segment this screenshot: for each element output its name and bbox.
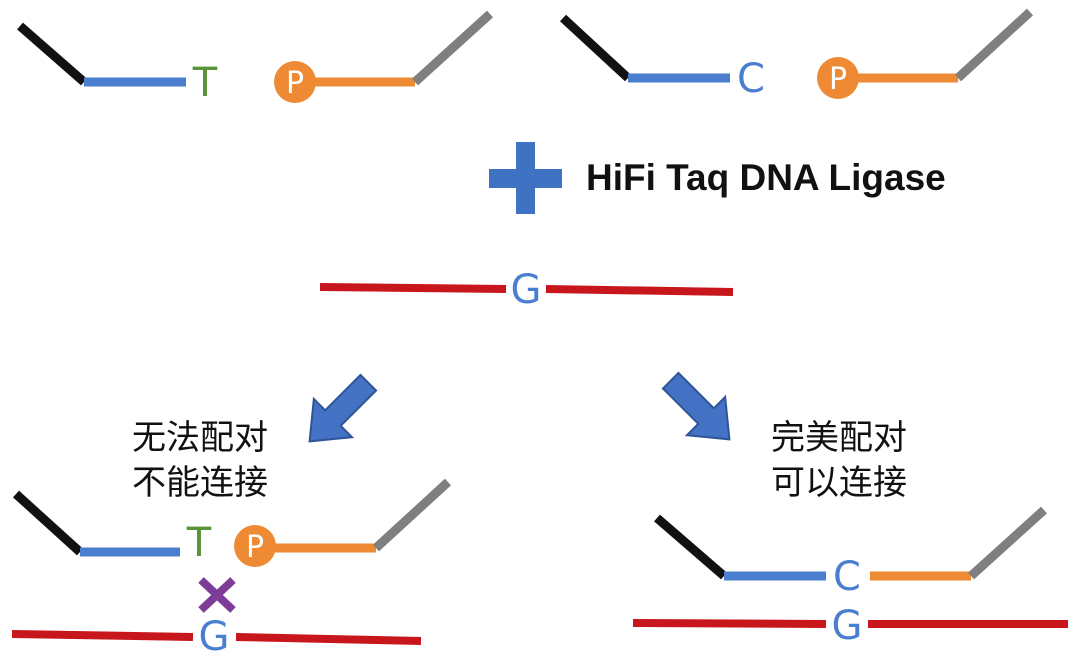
template-strand: G — [319, 267, 734, 313]
match-label-line2: 可以连接 — [771, 463, 907, 503]
phosphate-letter: P — [286, 66, 304, 101]
red-template-left — [632, 619, 827, 628]
match-result: C G — [632, 506, 1068, 649]
gray-strand-segment — [411, 10, 494, 86]
mismatch-label-line1: 无法配对 — [132, 418, 268, 458]
black-strand-segment — [559, 14, 632, 82]
mismatch-probe-pair: T P — [17, 10, 494, 106]
match-probe-pair: C P — [559, 8, 1034, 102]
gray-strand-segment — [372, 478, 452, 552]
match-label-line1: 完美配对 — [771, 418, 907, 458]
base-t-letter: T — [186, 520, 212, 566]
red-template-right — [235, 633, 422, 645]
plus-icon — [489, 142, 562, 214]
mismatch-label-line2: 不能连接 — [132, 463, 268, 503]
base-t-letter: T — [192, 60, 218, 106]
phosphate-circle — [274, 61, 316, 103]
phosphate-letter: P — [246, 530, 264, 565]
black-strand-segment — [12, 490, 84, 556]
phosphate-circle — [817, 57, 859, 99]
cross-icon — [198, 577, 236, 613]
base-c-letter: C — [737, 56, 765, 102]
gray-strand-segment — [954, 8, 1034, 82]
base-g-letter: G — [199, 614, 230, 657]
red-template-right — [545, 285, 734, 296]
reagent-label: HiFi Taq DNA Ligase — [586, 157, 946, 198]
gray-strand-segment — [967, 506, 1048, 580]
base-g-letter: G — [832, 603, 863, 649]
base-c-letter: C — [833, 554, 861, 600]
phosphate-circle — [234, 525, 276, 567]
base-g-letter: G — [511, 267, 542, 313]
black-strand-segment — [17, 22, 87, 86]
down-left-arrow-icon — [308, 373, 378, 443]
down-right-arrow-icon — [661, 371, 731, 441]
black-strand-segment — [654, 514, 727, 580]
mismatch-result: T P G — [11, 478, 452, 657]
phosphate-letter: P — [829, 62, 847, 97]
red-template-left — [319, 283, 507, 293]
red-template-left — [11, 630, 194, 641]
